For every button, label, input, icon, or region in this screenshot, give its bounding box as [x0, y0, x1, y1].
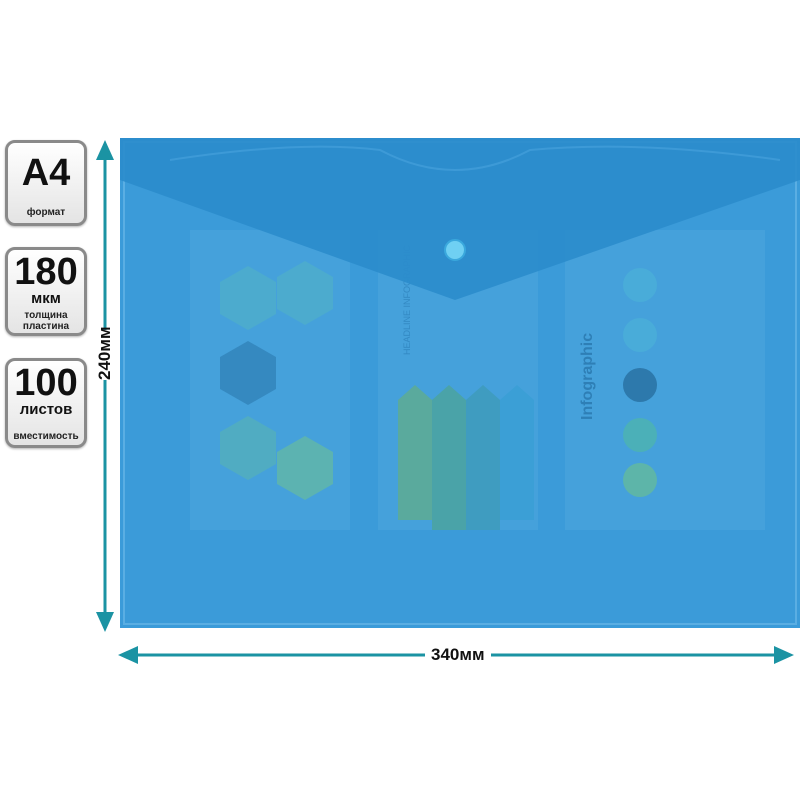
format-value: A4 [21, 152, 71, 194]
snap-button [444, 239, 466, 261]
capacity-badge: 100 листов вместимость [5, 358, 87, 448]
insert-page-3 [565, 230, 765, 530]
thickness-caption: толщина пластина [22, 310, 70, 332]
insert-headline: HEADLINE INFOGRAPHIC [402, 244, 412, 355]
thickness-badge: 180 мкм толщина пластина [5, 247, 87, 336]
format-caption: формат [26, 207, 66, 218]
height-arrow [96, 140, 114, 632]
format-badge: A4 формат [5, 140, 87, 226]
capacity-value: 100 [14, 362, 78, 404]
thickness-unit: мкм [31, 290, 61, 307]
folder-flap [120, 138, 800, 300]
insert-title: Infographic [579, 333, 596, 420]
width-label: 340мм [425, 645, 491, 665]
thickness-value: 180 [14, 251, 78, 293]
arrow-columns [398, 385, 534, 530]
capacity-unit: листов [19, 401, 73, 418]
hexagons [220, 261, 333, 500]
height-label: 240мм [95, 326, 115, 380]
circles [623, 268, 657, 497]
capacity-caption: вместимость [13, 431, 79, 442]
